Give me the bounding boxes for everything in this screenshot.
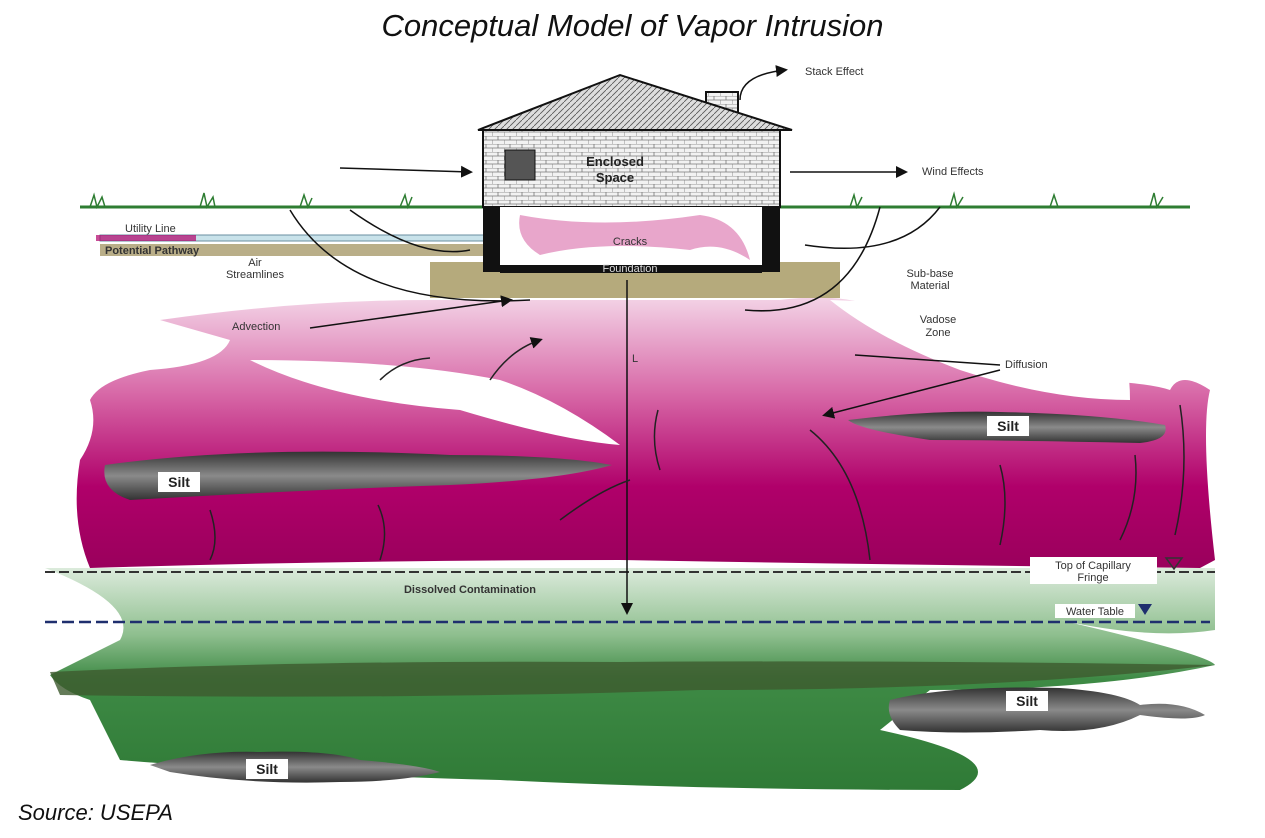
air-streamlines-label-2: Streamlines: [226, 269, 285, 281]
aquifer-layer: [50, 661, 1215, 697]
silt-label-2: Silt: [997, 418, 1019, 434]
vadose-white-pocket: [250, 300, 1130, 445]
capillary-fringe-marker-icon: [1164, 557, 1184, 571]
silt-label-4: Silt: [256, 761, 278, 777]
stack-effect-label: Stack Effect: [805, 66, 864, 78]
basement-wall-left: [483, 207, 500, 272]
diffusion-arrows: [825, 354, 1001, 415]
air-streamlines-label-1: Air: [248, 257, 262, 269]
diffusion-squiggles: [209, 340, 1185, 561]
foundation-label: Foundation: [602, 263, 657, 275]
water-table-marker-icon: [1138, 604, 1152, 615]
source-credit: Source: USEPA: [18, 800, 173, 825]
potential-pathway-label: Potential Pathway: [105, 245, 200, 257]
silt-label-3: Silt: [1016, 693, 1038, 709]
water-table-badge: [1055, 604, 1135, 618]
capillary-fringe-badge: [1030, 557, 1157, 584]
grass: [89, 191, 1164, 210]
distance-label: L: [632, 353, 638, 365]
silt-lens-1: [104, 451, 613, 500]
utility-line-label: Utility Line: [125, 223, 176, 235]
sub-base-label-1: Sub-base: [906, 268, 953, 280]
enclosed-space-label-2: Space: [596, 170, 634, 185]
dissolved-contamination-label: Dissolved Contamination: [404, 584, 536, 596]
silt-badge-1: [158, 472, 200, 492]
silt-badge-3: [1006, 691, 1048, 711]
silt-label-1: Silt: [168, 474, 190, 490]
advection-arrow: [309, 295, 513, 329]
vadose-zone-label-1: Vadose: [920, 314, 957, 326]
potential-pathway: [100, 244, 500, 256]
diffusion-label: Diffusion: [1005, 359, 1048, 371]
air-streamline-arrows: [289, 206, 941, 312]
capillary-fringe-label-2: Fringe: [1077, 572, 1108, 584]
roof: [477, 73, 793, 131]
window: [504, 149, 536, 181]
foundation-slab: [500, 265, 762, 273]
water-table-label: Water Table: [1066, 606, 1124, 618]
advection-label: Advection: [232, 321, 280, 333]
stack-effect-arrow: [739, 65, 788, 101]
enclosed-space-label-1: Enclosed: [586, 154, 644, 169]
diagram-title: Conceptual Model of Vapor Intrusion: [381, 8, 884, 43]
utility-line-vapor: [96, 235, 196, 241]
capillary-fringe-label-1: Top of Capillary: [1055, 560, 1131, 572]
wind-effects-label: Wind Effects: [922, 166, 984, 178]
silt-lens-4: [150, 751, 440, 783]
cracks-label: Cracks: [613, 236, 648, 248]
sub-base-label-2: Material: [910, 280, 949, 292]
wind-arrow-in: [339, 165, 473, 178]
silt-badge-2: [987, 416, 1029, 436]
silt-badge-4: [246, 759, 288, 779]
vadose-zone-label-2: Zone: [925, 327, 950, 339]
basement-wall-right: [762, 207, 780, 272]
indoor-vapor: [519, 215, 750, 260]
